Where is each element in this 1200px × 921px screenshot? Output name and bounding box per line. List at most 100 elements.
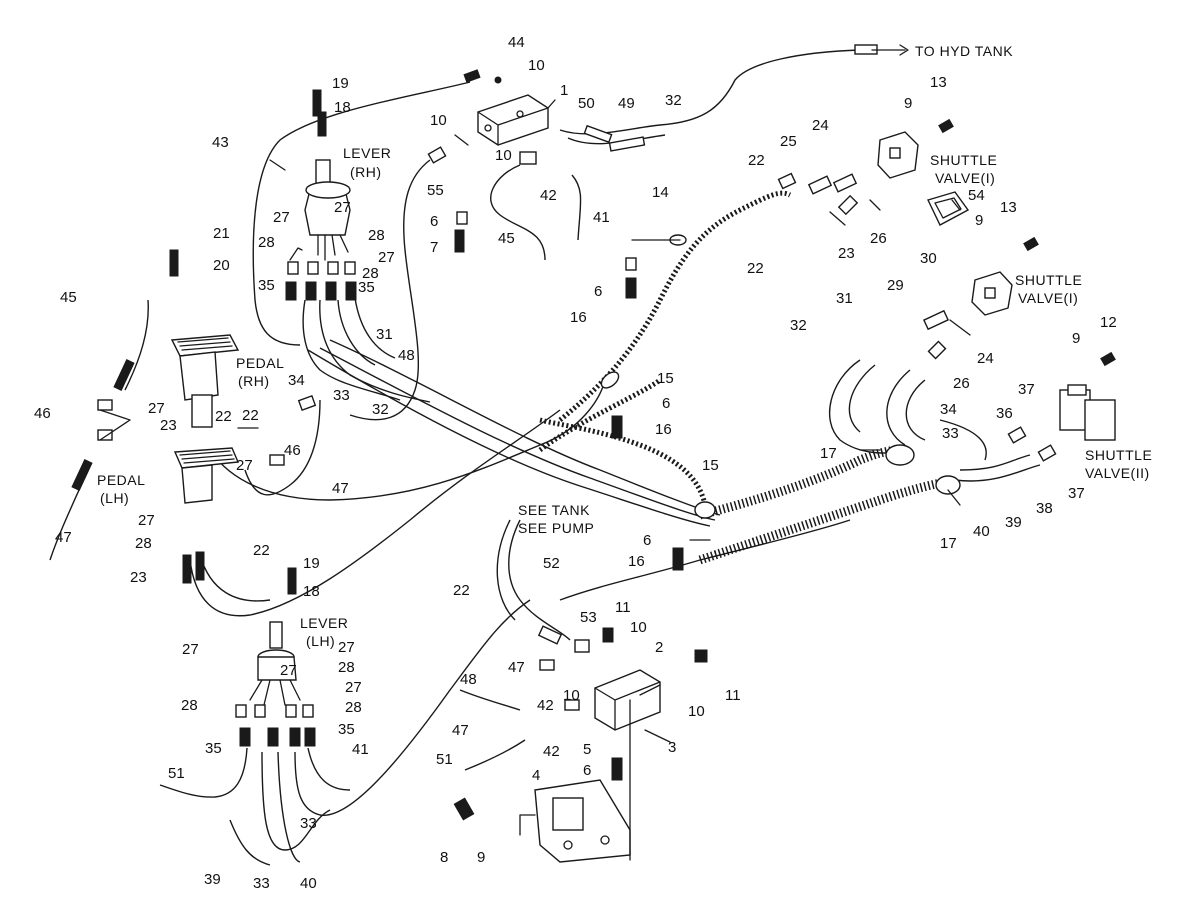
callout-2: 2 [655,639,663,656]
callout-22-lower: 22 [253,542,270,559]
callout-33: 33 [333,387,350,404]
label-lever-lh-line1: LEVER [300,615,348,631]
callout-7: 7 [430,239,438,256]
callout-32: 32 [665,92,682,109]
callout-numbers-extra: 22 27 28 27 22 [242,407,362,716]
callout-11: 11 [725,687,741,704]
label-shuttle-valve-3-line2: VALVE(II) [1085,465,1150,481]
callout-47: 47 [508,659,525,676]
callout-27: 27 [334,199,351,216]
callout-11: 11 [615,599,631,616]
callout-15: 15 [702,457,719,474]
callout-42: 42 [540,187,557,204]
callout-46: 46 [34,405,51,422]
solenoid-valve [594,669,661,731]
callout-28: 28 [135,535,152,552]
label-lever-rh-line1: LEVER [343,145,391,161]
callout-32: 32 [790,317,807,334]
callout-32: 32 [372,401,389,418]
callout-35: 35 [358,279,375,296]
callout-17: 17 [820,445,837,462]
callout-40: 40 [300,875,317,892]
callout-48: 48 [398,347,415,364]
callout-19: 19 [303,555,320,572]
pedal-rh [170,334,240,428]
callout-27-lower: 27 [280,662,297,679]
callout-22: 22 [748,152,765,169]
callout-36: 36 [996,405,1013,422]
callout-45: 45 [498,230,515,247]
callout-28: 28 [338,659,355,676]
callout-28: 28 [362,265,379,282]
callout-22: 22 [215,408,232,425]
callout-13: 13 [930,74,947,91]
callout-30: 30 [920,250,937,267]
callout-27: 27 [182,641,199,658]
callout-39: 39 [1005,514,1022,531]
callout-5: 5 [583,741,591,758]
callout-3: 3 [668,739,676,756]
callout-26: 26 [870,230,887,247]
callout-27: 27 [236,457,253,474]
callout-6: 6 [662,395,670,412]
callout-14: 14 [652,184,669,201]
callout-35: 35 [258,277,275,294]
callout-42: 42 [537,697,554,714]
callout-15: 15 [657,370,674,387]
label-pedal-lh-line2: (LH) [100,490,129,506]
callout-4: 4 [532,767,540,784]
callout-39: 39 [204,871,221,888]
label-shuttle-valve-1-line2: VALVE(I) [935,170,995,186]
callout-28: 28 [368,227,385,244]
callout-40: 40 [973,523,990,540]
callout-27: 27 [378,249,395,266]
corrugated-hose-bundles [538,190,946,565]
bracket [534,779,631,863]
callout-45: 45 [60,289,77,306]
control-valve-block [477,94,549,146]
callout-22: 22 [747,260,764,277]
callout-13: 13 [1000,199,1017,216]
callout-10: 10 [528,57,545,74]
callout-55: 55 [427,182,444,199]
callout-52: 52 [543,555,560,572]
callout-20: 20 [213,257,230,274]
callout-18: 18 [334,99,351,116]
callout-26: 26 [953,375,970,392]
callout-28: 28 [258,234,275,251]
callout-48: 48 [460,671,477,688]
callout-46: 46 [284,442,301,459]
callout-37: 37 [1068,485,1085,502]
callout-22: 22 [453,582,470,599]
label-shuttle-valve-3-line1: SHUTTLE [1085,447,1152,463]
callout-23: 23 [130,569,147,586]
lever-lh [249,621,301,706]
shuttle-valve-1 [877,131,919,179]
callout-51: 51 [168,765,185,782]
callout-16: 16 [655,421,672,438]
callout-31: 31 [836,290,853,307]
callout-47: 47 [55,529,72,546]
seal-54 [927,191,970,226]
callout-54: 54 [968,187,985,204]
callout-49: 49 [618,95,635,112]
callout-33: 33 [942,425,959,442]
callout-37: 37 [1018,381,1035,398]
callout-53: 53 [580,609,597,626]
callout-21: 21 [213,225,230,242]
label-see-tank: SEE TANK [518,502,590,518]
label-pedal-rh-line2: (RH) [238,373,270,389]
callout-33: 33 [253,875,270,892]
callout-17: 17 [940,535,957,552]
callout-27: 27 [148,400,165,417]
callout-10: 10 [563,687,580,704]
lever-rh [304,111,351,261]
callout-29: 29 [887,277,904,294]
label-pedal-rh-line1: PEDAL [236,355,284,371]
callout-33: 33 [300,815,317,832]
label-to-hyd-tank: TO HYD TANK [915,43,1013,59]
callout-6: 6 [583,762,591,779]
callout-10: 10 [430,112,447,129]
caption-labels: TO HYD TANK LEVER (RH) LEVER (LH) PEDAL … [97,43,1152,649]
callout-34: 34 [940,401,957,418]
